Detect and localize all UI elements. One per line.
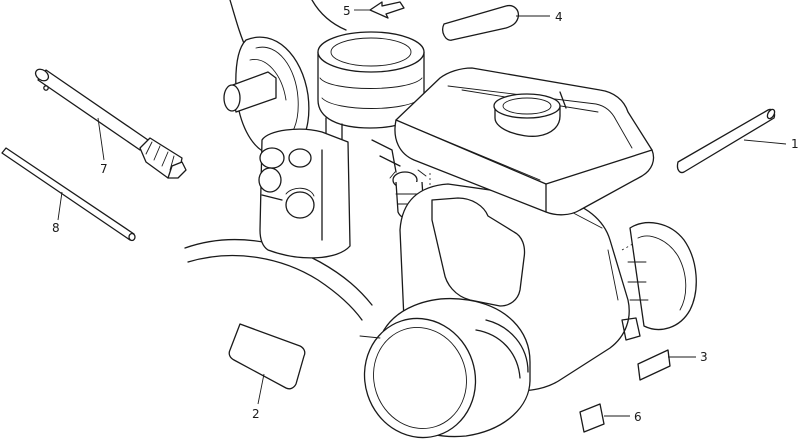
tommy-bar <box>1 147 136 242</box>
leader-7 <box>97 117 105 161</box>
part-6-label <box>579 403 605 433</box>
part-2-label <box>228 323 306 390</box>
fuel-tank <box>394 67 655 216</box>
part-5-arrow <box>369 1 405 19</box>
callout-8: 8 <box>52 221 60 235</box>
air-cleaner <box>317 31 425 153</box>
part-1-strip <box>676 108 776 174</box>
callout-numbers: 1 2 3 4 5 6 7 8 <box>52 4 799 424</box>
callout-6: 6 <box>634 410 642 424</box>
leader-1 <box>743 139 787 145</box>
callout-2: 2 <box>252 407 260 421</box>
callout-4: 4 <box>555 10 563 24</box>
callout-7: 7 <box>100 162 108 176</box>
callout-5: 5 <box>343 4 351 18</box>
part-4-label <box>442 4 520 41</box>
part-3-label <box>637 349 671 381</box>
side-cover <box>621 222 697 341</box>
carburetor-block <box>258 128 351 259</box>
leader-8 <box>57 191 63 221</box>
callout-1: 1 <box>791 137 799 151</box>
leader-2 <box>257 373 265 405</box>
recoil-starter <box>359 298 531 439</box>
leader-lines <box>57 9 787 417</box>
callout-3: 3 <box>700 350 708 364</box>
pulley-wheel <box>223 36 310 157</box>
spark-plug-wrench <box>34 68 187 179</box>
